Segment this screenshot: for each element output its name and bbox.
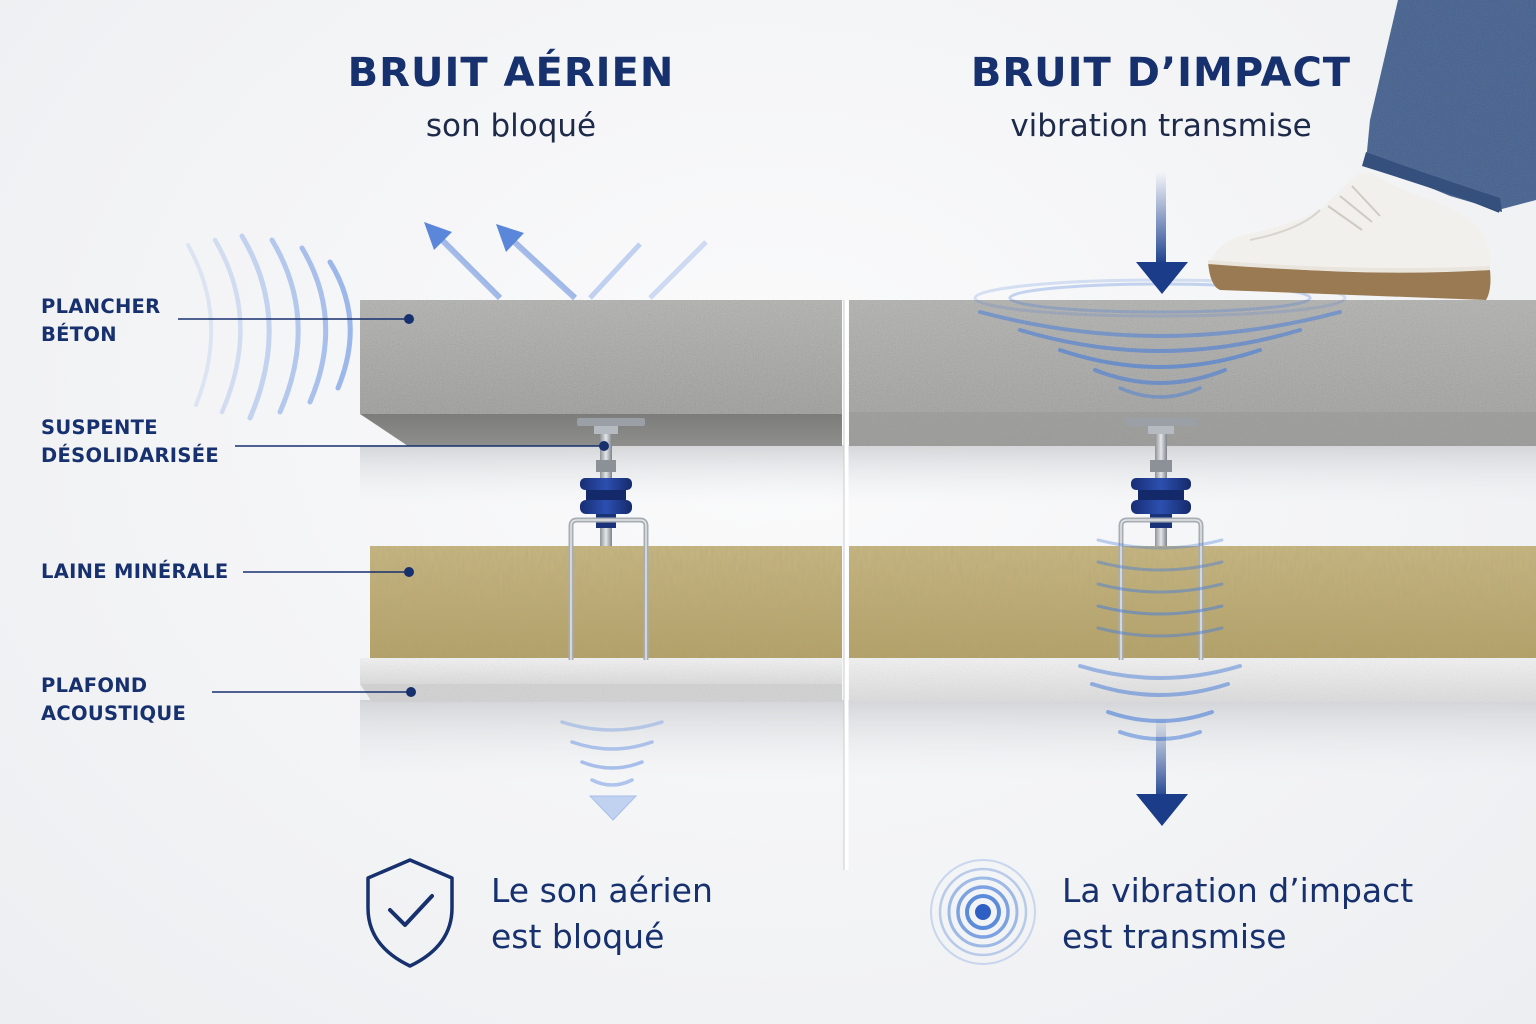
shield-check-icon bbox=[366, 858, 454, 968]
left-section bbox=[178, 222, 842, 821]
slab-shadow bbox=[360, 445, 1536, 505]
label-concrete-slab-line1: PLANCHER bbox=[41, 295, 161, 318]
label-leaders bbox=[178, 318, 604, 693]
right-caption: La vibration d’impact est transmise bbox=[1062, 868, 1413, 960]
ceiling-shadow bbox=[360, 700, 1536, 780]
label-hanger-line2: DÉSOLIDARISÉE bbox=[41, 444, 219, 467]
label-acoustic-ceiling-line2: ACOUSTIQUE bbox=[41, 702, 187, 725]
right-title: BRUIT D’IMPACT bbox=[970, 50, 1352, 96]
foot-stepping-illustration bbox=[1207, 0, 1536, 300]
label-acoustic-ceiling-line1: PLAFOND bbox=[41, 674, 148, 697]
left-reflected-sound-arrows bbox=[424, 222, 708, 301]
vibration-rings-icon bbox=[930, 859, 1036, 965]
wool-marker-dot bbox=[404, 567, 414, 577]
left-title: BRUIT AÉRIEN bbox=[347, 50, 675, 96]
impact-arrow-bottom bbox=[1136, 716, 1188, 826]
left-subtitle: son bloqué bbox=[425, 108, 597, 144]
ceiling-marker-dot bbox=[406, 687, 416, 697]
right-section bbox=[849, 0, 1536, 826]
right-hanger bbox=[1118, 418, 1204, 660]
left-caption-line2: est bloqué bbox=[491, 917, 665, 956]
right-caption-line1: La vibration d’impact bbox=[1062, 871, 1414, 910]
label-hanger: SUSPENTE DÉSOLIDARISÉE bbox=[41, 414, 219, 470]
impact-arrow-top bbox=[1136, 172, 1188, 294]
left-caption-line1: Le son aérien bbox=[491, 871, 713, 910]
left-attenuated-waves bbox=[560, 720, 664, 821]
label-concrete-slab-line2: BÉTON bbox=[41, 323, 117, 346]
label-mineral-wool: LAINE MINÉRALE bbox=[41, 560, 229, 583]
right-subtitle: vibration transmise bbox=[1010, 108, 1312, 144]
label-concrete-slab: PLANCHER BÉTON bbox=[41, 293, 161, 349]
right-caption-line2: est transmise bbox=[1062, 917, 1287, 956]
hanger-marker-dot bbox=[599, 441, 609, 451]
slab-marker-dot bbox=[404, 314, 414, 324]
left-caption: Le son aérien est bloqué bbox=[491, 868, 713, 960]
label-acoustic-ceiling: PLAFOND ACOUSTIQUE bbox=[41, 672, 186, 728]
label-hanger-line1: SUSPENTE bbox=[41, 416, 158, 439]
left-airborne-sound-waves bbox=[186, 233, 353, 421]
